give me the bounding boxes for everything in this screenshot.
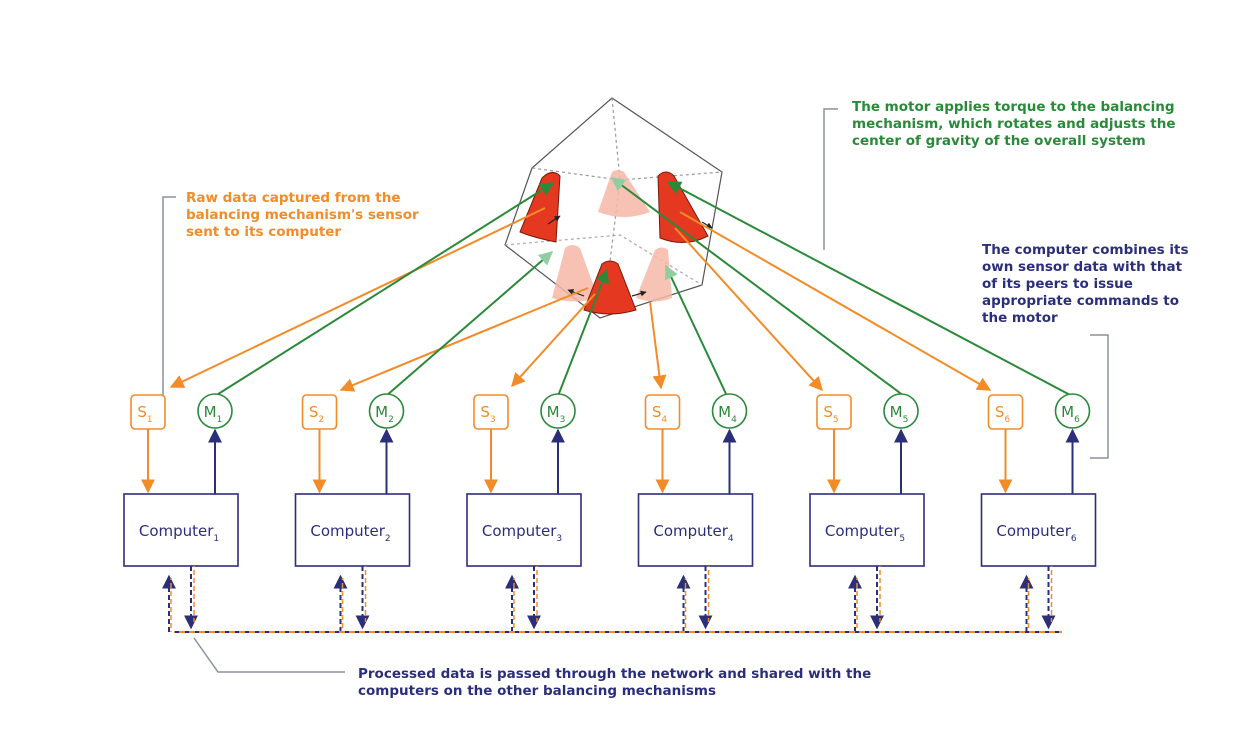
motor-6-label-index: 6: [1074, 415, 1080, 425]
sensor-data-lines: [169, 207, 992, 392]
motor-5-label-base: M: [890, 403, 903, 421]
computer-2-box: [294, 493, 411, 567]
motor-2-circle: [368, 393, 405, 429]
motor-3-circle: [540, 393, 576, 429]
sensor-6-label: S6: [995, 403, 1011, 425]
sensor-2-label: S2: [309, 403, 324, 425]
computer-1-label-base: Computer: [139, 522, 214, 540]
sensor-2-label-index: 2: [318, 415, 324, 425]
computer-1-label-index: 1: [213, 534, 219, 544]
motor-4-circle: [711, 393, 748, 429]
annotation-motor-torque: The motor applies torque to the balancin…: [852, 99, 1176, 149]
computer-4-box: [637, 493, 754, 567]
sensor-3-label: S3: [480, 403, 495, 425]
computer-6-box: [980, 493, 1097, 567]
cone-top-left: [519, 172, 561, 243]
computer-3-label: Computer3: [482, 522, 562, 544]
motor-3-label: M3: [547, 403, 566, 425]
motor-4-label-base: M: [718, 403, 731, 421]
computer-6-label: Computer6: [996, 522, 1077, 544]
computer-3-label-index: 3: [556, 534, 562, 544]
motor-2-label-index: 2: [388, 415, 394, 425]
computer-5-label-base: Computer: [825, 522, 900, 540]
computer-5-box: [809, 493, 925, 567]
sensor-4-label-base: S: [652, 403, 662, 421]
motor-command-lines: [214, 177, 1073, 397]
motor-1-label-base: M: [204, 403, 217, 421]
motor-1-circle: [197, 393, 233, 429]
motor-4-label-index: 4: [731, 415, 737, 425]
motor-1-label-index: 1: [217, 415, 223, 425]
sensor-5-label-base: S: [823, 403, 833, 421]
sensor-3-label-base: S: [480, 403, 490, 421]
annotation-computer-combines: The computer combines its own sensor dat…: [982, 242, 1189, 326]
sensor-6-label-base: S: [995, 403, 1005, 421]
faded-cones: [552, 170, 672, 302]
motor-3-label-base: M: [547, 403, 560, 421]
computer-5-label-index: 5: [899, 534, 905, 544]
annotation-sensor-raw-data: Raw data captured from the balancing mec…: [186, 190, 419, 240]
computer-6-label-index: 6: [1071, 534, 1077, 544]
motor-6-circle: [1054, 393, 1091, 429]
motor-5-label: M5: [890, 403, 909, 425]
cone-bottom-center: [583, 260, 637, 315]
computer-4-label-base: Computer: [653, 522, 728, 540]
annotation-leaders: [162, 108, 1109, 673]
motor-2-label: M2: [375, 403, 394, 425]
computer-1-box: [123, 493, 239, 567]
motor-4-label: M4: [718, 403, 737, 425]
sensor-1-label-base: S: [137, 403, 147, 421]
computer-5-label: Computer5: [825, 522, 905, 544]
motor-2-label-base: M: [375, 403, 388, 421]
motor-6-label-base: M: [1061, 403, 1074, 421]
motor-6-label: M6: [1061, 403, 1080, 425]
motor-3-label-index: 3: [560, 415, 566, 425]
computer-2-label: Computer2: [310, 522, 390, 544]
sensor-1-label: S1: [137, 403, 152, 425]
computer-1-label: Computer1: [139, 522, 219, 544]
computer-3-box: [466, 493, 582, 567]
computer-2-label-index: 2: [385, 534, 391, 544]
sensor-5-label: S5: [823, 403, 838, 425]
computer-3-label-base: Computer: [482, 522, 557, 540]
sensor-2-label-base: S: [309, 403, 319, 421]
sensor-4-label: S4: [652, 403, 668, 425]
computer-4-label-index: 4: [728, 534, 734, 544]
sensor-5-label-index: 5: [833, 415, 839, 425]
computer-6-label-base: Computer: [996, 522, 1071, 540]
sensor-6-label-index: 6: [1004, 415, 1010, 425]
motor-1-label: M1: [204, 403, 223, 425]
computer-4-label: Computer4: [653, 522, 734, 544]
motor-5-circle: [883, 393, 919, 429]
sensor-1-label-index: 1: [147, 415, 153, 425]
annotation-network-shared: Processed data is passed through the net…: [358, 666, 872, 699]
motor-5-label-index: 5: [903, 415, 909, 425]
sensor-4-label-index: 4: [661, 415, 667, 425]
sensor-3-label-index: 3: [490, 415, 496, 425]
computer-2-label-base: Computer: [310, 522, 385, 540]
